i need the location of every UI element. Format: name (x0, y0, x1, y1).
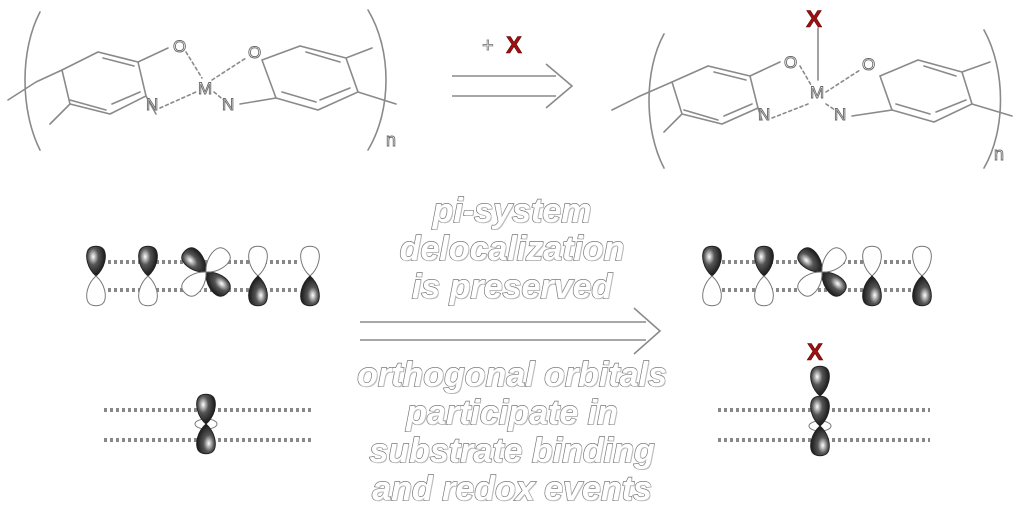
left-complex-close-paren (367, 9, 387, 151)
right-complex-n-right: N (834, 105, 846, 124)
caption-line: orthogonal orbitals (356, 355, 667, 394)
caption-line: substrate binding (369, 431, 656, 470)
right-complex-o-right: O (862, 55, 875, 74)
dz2-orbital (194, 393, 218, 455)
caption-line: delocalization (399, 229, 625, 268)
right-complex-left-ring (671, 65, 759, 125)
left-complex-n-left: N (146, 95, 158, 114)
left-orthogonal-orbitals (104, 393, 312, 455)
right-pi-orbitals (702, 243, 932, 307)
orbital-bound-x: X (807, 339, 823, 366)
left-complex-n-right: N (222, 95, 234, 114)
right-ring (260, 45, 359, 111)
left-complex-open-paren (24, 11, 41, 151)
caption-line: pi-system (432, 191, 592, 230)
pi-system-caption: pi-system delocalization is preserved (0, 191, 1024, 306)
caption-line: and redox events (371, 469, 652, 508)
left-complex-atoms: O O M N N n (146, 37, 397, 151)
middle-reaction-arrow (360, 307, 662, 355)
caption-line: participate in (405, 393, 618, 432)
right-dz2-orbital (808, 395, 832, 457)
right-complex-atoms: O O M N N n (758, 53, 1005, 165)
left-pi-orbitals (86, 243, 320, 307)
right-complex (611, 27, 1013, 169)
left-complex-o-left: O (173, 37, 186, 56)
orthogonal-orbitals-caption: orthogonal orbitals participate in subst… (0, 355, 1024, 508)
right-complex-right-ring (878, 59, 973, 123)
right-complex-bound-x: X (806, 6, 822, 33)
left-complex-o-right: O (248, 43, 261, 62)
left-complex-metal: M (198, 79, 212, 98)
right-complex-close-paren (983, 29, 1002, 169)
reagent: + X (482, 32, 523, 60)
left-ring (61, 51, 147, 115)
right-orthogonal-orbitals (718, 365, 930, 457)
left-complex (7, 9, 397, 151)
right-complex-open-paren (648, 33, 665, 169)
right-complex-n-left: N (758, 105, 770, 124)
caption-line: is preserved (411, 267, 613, 306)
right-complex-metal: M (810, 83, 824, 102)
right-complex-o-left: O (784, 53, 797, 72)
right-complex-subscript: n (994, 144, 1004, 164)
left-complex-subscript: n (386, 130, 396, 150)
reagent-plus: + (482, 35, 494, 57)
top-reaction-arrow (452, 63, 574, 109)
reagent-x: X (506, 32, 522, 59)
